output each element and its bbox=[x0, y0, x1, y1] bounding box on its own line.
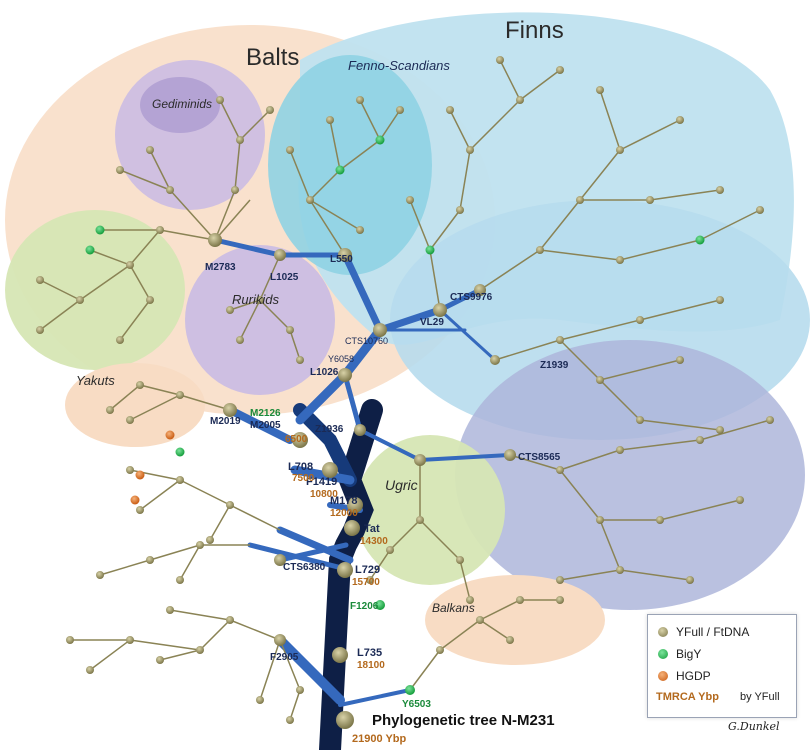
node-label-tat: Tat bbox=[364, 523, 380, 535]
node-label-m178: M178 bbox=[330, 495, 358, 507]
node-label-l735: L735 bbox=[357, 647, 382, 659]
legend-swatch-hgdp bbox=[658, 671, 668, 681]
legend-swatch-yfull bbox=[658, 627, 668, 637]
node-label-m2019: M2019 bbox=[210, 416, 241, 427]
node-label-y6503: Y6503 bbox=[402, 699, 431, 710]
legend-item-yfull: YFull / FtDNA bbox=[658, 625, 749, 639]
node-label-m2126: M2126 bbox=[250, 408, 281, 419]
node-label-l1026: L1026 bbox=[310, 367, 339, 378]
region-yakuts-bg bbox=[65, 363, 205, 447]
legend-item-hgdp: HGDP bbox=[658, 669, 711, 683]
legend-label-yfull: YFull / FtDNA bbox=[676, 625, 750, 639]
major-branches bbox=[212, 237, 512, 707]
node-label-l708: L708 bbox=[288, 461, 313, 473]
node-age-f1419: 10800 bbox=[310, 489, 338, 500]
node-label-cts8565: CTS8565 bbox=[518, 452, 561, 463]
node-label-f2905: F2905 bbox=[270, 652, 299, 663]
node-label-f1206: F1206 bbox=[350, 601, 379, 612]
author-credit: G.Dunkel bbox=[728, 720, 780, 733]
node-label-z1939: Z1939 bbox=[540, 360, 569, 371]
node-age-l708: 7500 bbox=[292, 473, 315, 484]
node-label-vl29: VL29 bbox=[420, 317, 444, 328]
region-title-ugric: Ugric bbox=[385, 477, 418, 493]
region-title-rurikids: Rurikids bbox=[232, 292, 279, 307]
node-age-m178: 12000 bbox=[330, 508, 358, 519]
node-label-l1025: L1025 bbox=[270, 272, 299, 283]
region-title-gediminids: Gediminids bbox=[152, 97, 212, 111]
region-title-finns: Finns bbox=[505, 17, 564, 44]
leaf-branches bbox=[39, 59, 771, 721]
region-fenno-bg bbox=[268, 55, 432, 275]
node-label-l550: L550 bbox=[330, 254, 353, 265]
node-label-m2783: M2783 bbox=[205, 262, 236, 273]
region-title-balkans: Balkans bbox=[432, 601, 475, 615]
legend-item-bigy: BigY bbox=[658, 647, 701, 661]
node-label-cts6380: CTS6380 bbox=[283, 562, 326, 573]
region-title-yakuts: Yakuts bbox=[76, 373, 115, 388]
node-age-tat: 14300 bbox=[360, 536, 388, 547]
trunk-upper bbox=[293, 403, 357, 487]
node-label-cts10760: CTS10760 bbox=[345, 336, 388, 346]
diagram-title: Phylogenetic tree N-M231 bbox=[372, 712, 555, 729]
legend-source-label: by YFull bbox=[740, 691, 780, 703]
node-age-m2005: 6500 bbox=[285, 434, 308, 445]
root-age: 21900 Ybp bbox=[352, 733, 407, 745]
region-title-balts: Balts bbox=[246, 44, 299, 71]
legend-label-hgdp: HGDP bbox=[676, 669, 711, 683]
node-label-cts9976: CTS9976 bbox=[450, 292, 493, 303]
legend: YFull / FtDNA BigY HGDP TMRCA Ybp by YFu… bbox=[647, 614, 797, 718]
region-title-fenno: Fenno-Scandians bbox=[348, 58, 450, 73]
node-label-z1936: Z1936 bbox=[315, 424, 344, 435]
legend-tmrca-label: TMRCA Ybp bbox=[656, 691, 719, 703]
node-age-l735: 18100 bbox=[357, 660, 385, 671]
node-age-l729: 15700 bbox=[352, 577, 380, 588]
region-balkans-bg bbox=[425, 575, 605, 665]
node-label-l729: L729 bbox=[355, 564, 380, 576]
node-label-f1419: F1419 bbox=[306, 476, 337, 488]
node-label-m2005: M2005 bbox=[250, 420, 281, 431]
legend-swatch-bigy bbox=[658, 649, 668, 659]
hgdp-nodes bbox=[130, 430, 175, 505]
bigy-nodes bbox=[85, 135, 705, 695]
region-gediminids-inner-bg bbox=[140, 77, 220, 133]
legend-label-bigy: BigY bbox=[676, 647, 702, 661]
major-nodes bbox=[208, 233, 516, 729]
node-label-y6058: Y6058 bbox=[328, 354, 354, 364]
region-blue-bg bbox=[455, 340, 805, 610]
